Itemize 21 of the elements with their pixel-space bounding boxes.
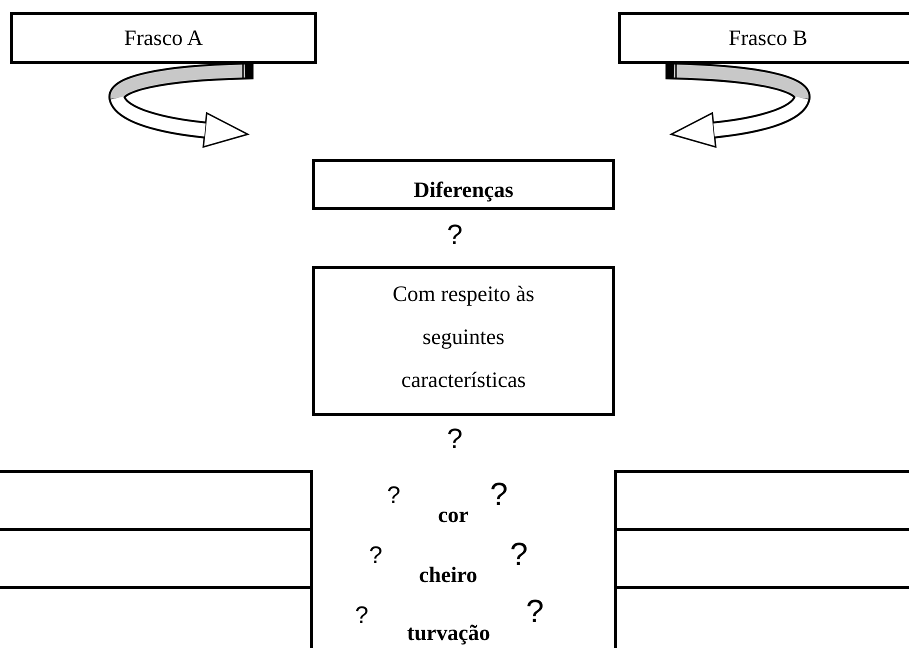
empty-cell [0, 470, 313, 531]
question-mark: ? [526, 595, 544, 627]
question-mark: ? [490, 478, 508, 510]
characteristic-label: turvação [407, 622, 490, 644]
question-mark: ? [447, 425, 463, 453]
box-text: Frasco B [728, 24, 808, 52]
heading-text: Diferenças [414, 176, 514, 204]
characteristic-label: cor [438, 504, 469, 526]
question-mark: ? [387, 484, 400, 508]
question-mark: ? [355, 604, 368, 628]
question-mark: ? [510, 538, 528, 570]
question-mark: ? [447, 221, 463, 249]
text-box [312, 266, 615, 416]
text-box [10, 12, 317, 64]
empty-cell [614, 470, 909, 531]
box-text: Frasco A [124, 24, 203, 52]
text-box [618, 12, 909, 64]
characteristic-label: cheiro [419, 564, 478, 586]
text-box [312, 159, 615, 210]
question-mark: ? [369, 544, 382, 568]
box-text: Com respeito às seguintes características [392, 280, 536, 394]
